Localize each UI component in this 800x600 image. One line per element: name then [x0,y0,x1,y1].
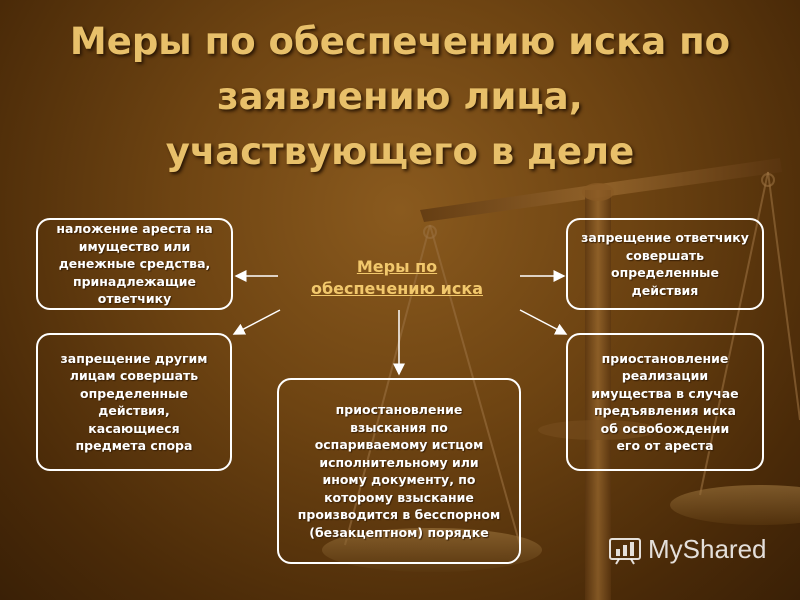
measure-box-defendant-prohibition-text: запрещение ответчику совершать определен… [581,230,749,298]
myshared-watermark: MyShared [608,534,767,565]
measure-box-property-arrest-text: наложение ареста на имущество или денежн… [56,221,213,307]
measure-box-sale-suspension-text: приостановление реализации имущества в с… [591,350,739,454]
measure-box-third-party-prohibition-text: запрещение другим лицам совершать опреде… [60,350,208,454]
arrow-to-mid-right [519,309,568,335]
measure-box-collection-suspension: приостановление взыскания по оспариваемо… [277,378,521,564]
title-line-3: участвующего в деле [165,130,635,173]
measure-box-defendant-prohibition: запрещение ответчику совершать определен… [566,218,764,310]
measure-box-collection-suspension-text: приостановление взыскания по оспариваемо… [297,402,501,540]
arrow-to-mid-left [232,309,281,335]
center-node-label: Меры по обеспечению иска [311,257,483,298]
myshared-logo-icon [609,537,641,565]
watermark-text: MyShared [648,534,767,564]
measure-box-property-arrest: наложение ареста на имущество или денежн… [36,218,233,310]
measure-box-sale-suspension: приостановление реализации имущества в с… [566,333,764,471]
title-line-1: Меры по обеспечению иска по [69,20,731,63]
measure-box-third-party-prohibition: запрещение другим лицам совершать опреде… [36,333,232,471]
slide-title: Меры по обеспечению иска по заявлению ли… [40,14,760,179]
title-line-2: заявлению лица, [217,75,583,118]
